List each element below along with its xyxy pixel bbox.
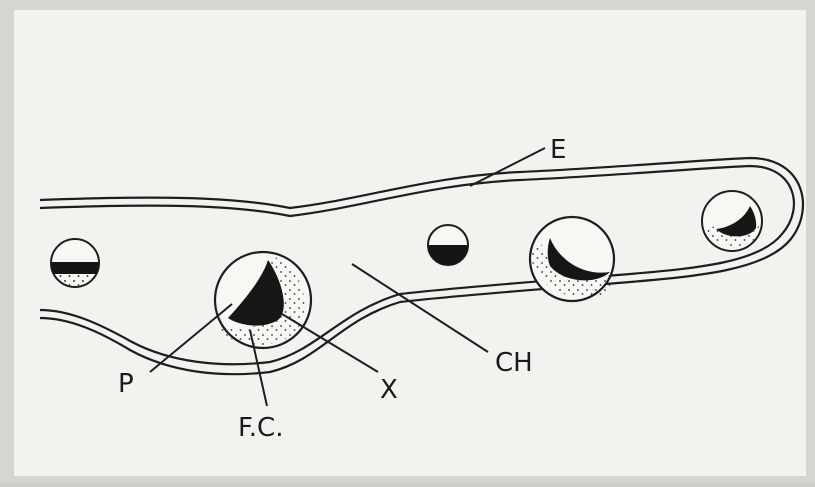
cell-left bbox=[51, 239, 99, 288]
label-p: P bbox=[118, 369, 134, 399]
paper-sheet bbox=[14, 10, 806, 476]
cell-right-middle bbox=[530, 217, 614, 301]
label-ch: CH bbox=[495, 348, 533, 378]
cell-far-right bbox=[702, 191, 762, 251]
label-e: E bbox=[550, 135, 566, 165]
cell-small bbox=[428, 225, 468, 265]
label-fc: F.C. bbox=[238, 413, 283, 443]
label-x: X bbox=[380, 375, 398, 405]
cell-main bbox=[215, 252, 311, 348]
